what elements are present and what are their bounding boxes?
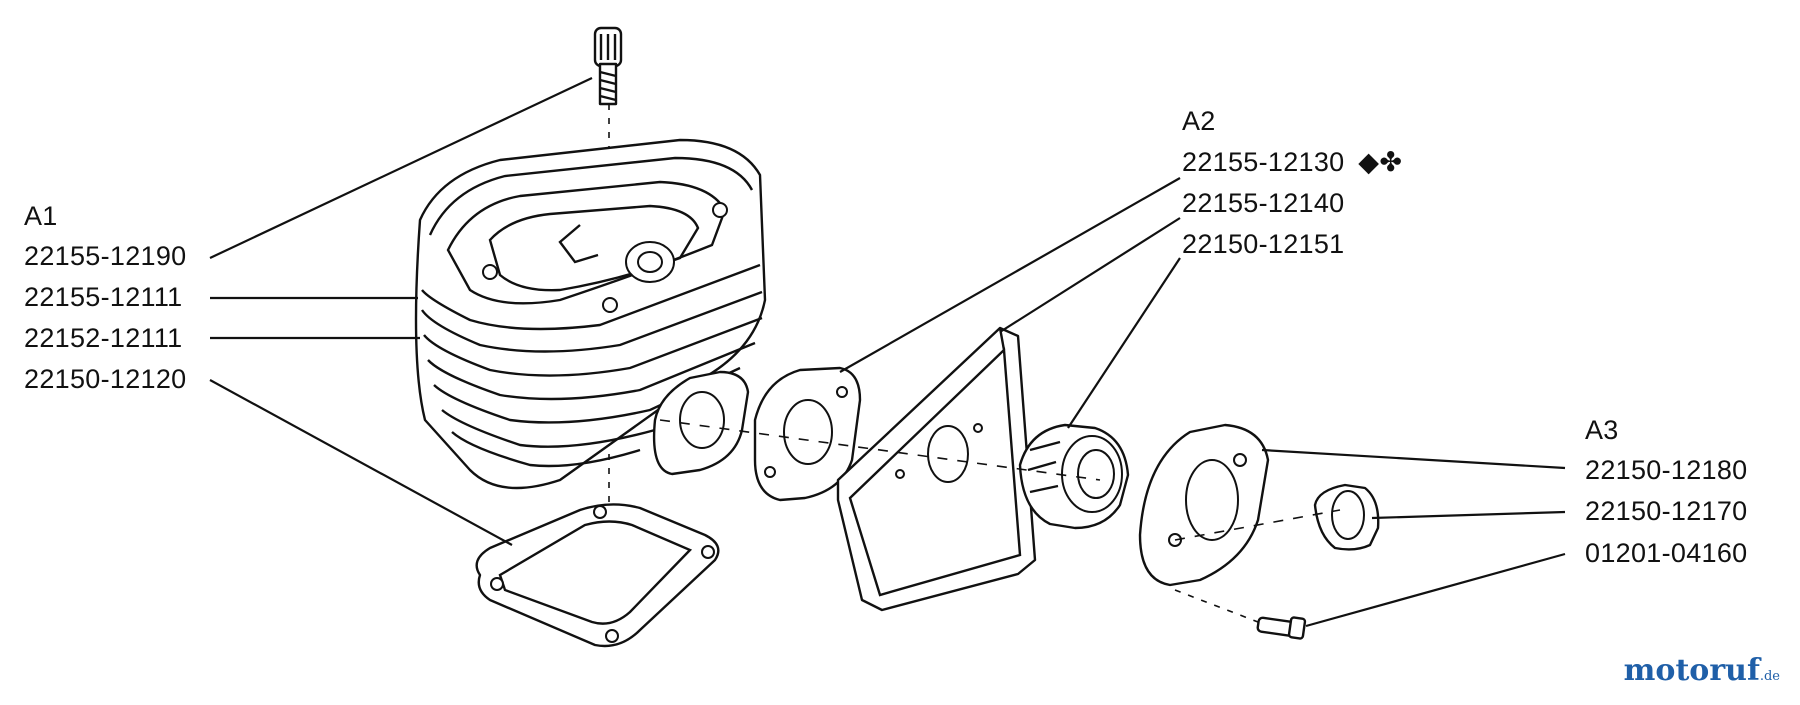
intake-insulator bbox=[753, 366, 862, 502]
flange-screw-axis bbox=[1174, 589, 1259, 623]
intake-sleeve bbox=[1313, 483, 1380, 551]
part-number-a2-1-text: 22155-12130 bbox=[1182, 147, 1345, 177]
cylinder-screw bbox=[593, 26, 623, 106]
part-number-a2-1: 22155-12130 ◆✤ bbox=[1182, 149, 1402, 176]
watermark-letter: t bbox=[1675, 653, 1690, 688]
part-number-a1-4: 22150-12120 bbox=[24, 364, 187, 394]
watermark-logo: motoruf.de bbox=[1624, 653, 1780, 688]
group-a2-title: A2 bbox=[1182, 106, 1216, 136]
watermark-letter: o bbox=[1689, 653, 1710, 688]
intake-flange-gasket bbox=[652, 370, 750, 476]
intake-manifold bbox=[1018, 423, 1130, 530]
part-number-a2-3: 22150-12151 bbox=[1182, 229, 1345, 259]
watermark-letter: m bbox=[1623, 653, 1656, 688]
part-number-a3-3: 01201-04160 bbox=[1585, 538, 1748, 568]
part-number-a1-3: 22152-12111 bbox=[24, 323, 183, 353]
watermark-letter: f bbox=[1746, 653, 1760, 688]
group-a1-title: A1 bbox=[24, 201, 58, 231]
carburetor-flange bbox=[1138, 423, 1270, 587]
heat-shield-plate bbox=[836, 326, 1037, 612]
cylinder bbox=[414, 138, 767, 490]
leader-lines bbox=[209, 77, 1566, 628]
watermark-name: motoruf bbox=[1624, 653, 1760, 688]
watermark-letter: r bbox=[1709, 653, 1726, 688]
base-gasket bbox=[475, 503, 720, 648]
part-number-a2-2: 22155-12140 bbox=[1182, 188, 1345, 218]
watermark-letter: o bbox=[1655, 653, 1676, 688]
watermark-tld: .de bbox=[1759, 669, 1780, 684]
diamond-club-marks: ◆✤ bbox=[1358, 147, 1403, 177]
intake-axis-line bbox=[659, 419, 1101, 481]
filter-axis-line bbox=[1174, 509, 1341, 541]
flange-screw bbox=[1256, 616, 1307, 640]
part-number-a3-1: 22150-12180 bbox=[1585, 455, 1748, 485]
group-a3-title: A3 bbox=[1585, 415, 1619, 445]
watermark-letter: u bbox=[1725, 653, 1747, 688]
part-number-a3-2: 22150-12170 bbox=[1585, 496, 1748, 526]
part-number-a1-1: 22155-12190 bbox=[24, 241, 187, 271]
part-number-a1-2: 22155-12111 bbox=[24, 282, 183, 312]
